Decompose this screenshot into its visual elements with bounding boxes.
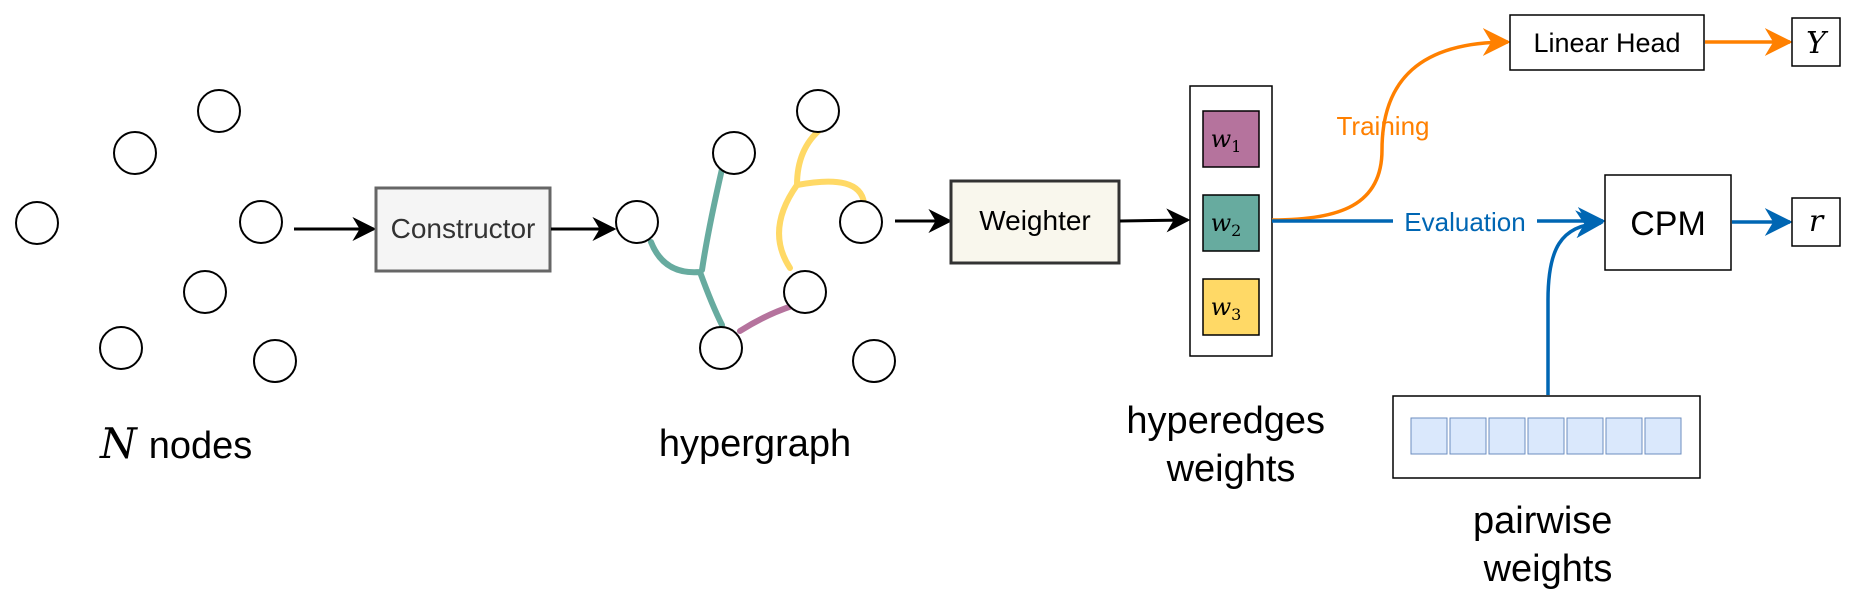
weighter-label: Weighter [979, 205, 1091, 236]
node [197, 89, 241, 133]
node [699, 326, 743, 370]
y-output-box: Y [1791, 17, 1841, 67]
cpm-label: CPM [1630, 205, 1706, 243]
cpm-box: CPM [1604, 174, 1732, 271]
pairwise-weights [1392, 395, 1701, 479]
node [113, 131, 157, 175]
pairwise-cell [1488, 417, 1526, 455]
pairwise-cell [1644, 417, 1682, 455]
input-nodes [15, 89, 297, 383]
node [99, 326, 143, 370]
node [239, 200, 283, 244]
nodes-var: N [99, 419, 138, 468]
weight-label-3: w3 [1211, 293, 1242, 324]
node [839, 200, 883, 244]
pairwise-caption: pairwise weights [1473, 500, 1623, 590]
pairwise-cell [1566, 417, 1604, 455]
weight-cell-1 [1202, 110, 1260, 168]
linear-head-box: Linear Head [1509, 14, 1705, 71]
node [712, 131, 756, 175]
hyperedges-caption: hyperedges weights [1126, 400, 1335, 490]
pairwise-to-cpm-arrow [1546, 210, 1604, 395]
linear-head-label: Linear Head [1533, 28, 1680, 58]
hyperedge-weights: w1 w2 w3 [1189, 85, 1273, 357]
hyperedges [648, 125, 867, 334]
node [796, 89, 840, 133]
training-arrow [1271, 28, 1511, 222]
r-output-box: r [1791, 197, 1841, 247]
arrow-weighter-to-weights [1119, 208, 1191, 233]
node [183, 270, 227, 314]
evaluation-label: Evaluation [1404, 207, 1525, 237]
node [783, 270, 827, 314]
constructor-label: Constructor [391, 213, 536, 244]
constructor-box: Constructor [374, 186, 552, 273]
node [253, 339, 297, 383]
hypergraph-nodes [615, 89, 896, 383]
nodes-text: nodes [149, 425, 253, 467]
weight-label-1: w1 [1211, 125, 1242, 156]
pairwise-cell [1410, 417, 1448, 455]
node [15, 201, 59, 245]
r-output-label: r [1809, 204, 1825, 239]
node [615, 200, 659, 244]
hyperedge-teal [648, 166, 725, 328]
node [852, 339, 896, 383]
pairwise-cell [1605, 417, 1643, 455]
weight-label-2: w2 [1211, 209, 1242, 240]
weighter-box: Weighter [949, 179, 1121, 265]
hypergraph-caption: hypergraph [659, 423, 851, 465]
weight-cell-2 [1202, 194, 1260, 252]
training-label: Training [1337, 111, 1430, 141]
pairwise-cell [1449, 417, 1487, 455]
hyperedge-purple [737, 303, 795, 334]
weight-cell-3 [1202, 278, 1260, 336]
pairwise-cells [1410, 417, 1682, 455]
y-output-label: Y [1806, 26, 1829, 61]
pairwise-cell [1527, 417, 1565, 455]
hyperedge-yellow [776, 125, 867, 271]
